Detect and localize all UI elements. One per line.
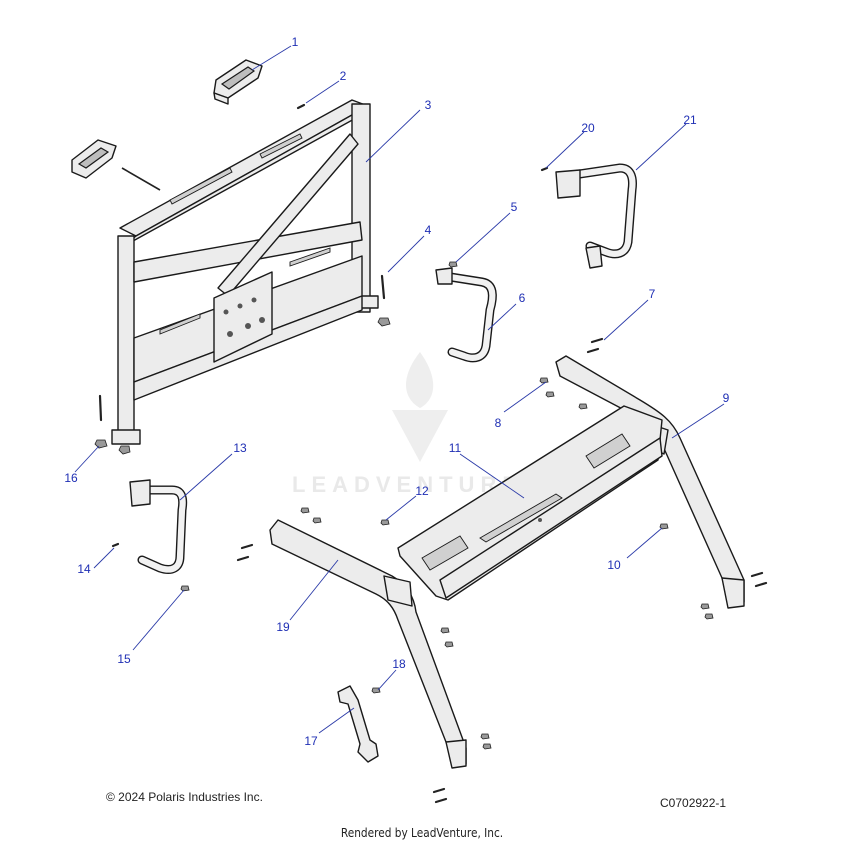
diagram-code: C0702922-1 xyxy=(660,796,727,810)
part-6-grab-bar[interactable] xyxy=(435,267,497,363)
callout-5[interactable]: 5 xyxy=(511,200,518,214)
callout-11[interactable]: 11 xyxy=(449,441,462,455)
part-4-bolt[interactable] xyxy=(377,274,391,327)
callout-leader-lines xyxy=(74,45,725,734)
callout-9[interactable]: 9 xyxy=(723,391,730,405)
callout-3[interactable]: 3 xyxy=(425,98,432,112)
callout-10[interactable]: 10 xyxy=(607,558,621,572)
part-1-grab-handle-second[interactable] xyxy=(71,139,117,179)
part-10-nut[interactable] xyxy=(659,523,768,620)
part-12-nut[interactable] xyxy=(380,519,390,526)
part-2-screw[interactable] xyxy=(121,103,306,191)
callout-6[interactable]: 6 xyxy=(519,291,526,305)
callout-8[interactable]: 8 xyxy=(495,416,502,430)
callout-numbers: 1 2 3 4 5 6 7 8 9 10 11 12 13 14 15 16 1… xyxy=(64,35,729,748)
rendered-by-credit: Rendered by LeadVenture, Inc. xyxy=(340,826,504,840)
part-11-roof-rear-panel[interactable] xyxy=(397,405,663,601)
part-3-rear-frame[interactable] xyxy=(111,99,379,445)
part-13-grab-bar[interactable] xyxy=(129,479,188,574)
part-21-grab-bar[interactable] xyxy=(555,163,637,269)
callout-18[interactable]: 18 xyxy=(392,657,406,671)
part-5-nut[interactable] xyxy=(448,261,458,268)
callout-7[interactable]: 7 xyxy=(649,287,656,301)
part-16-nut[interactable] xyxy=(94,394,131,455)
callout-14[interactable]: 14 xyxy=(77,562,91,576)
callout-16[interactable]: 16 xyxy=(64,471,78,485)
part-18-nut[interactable] xyxy=(371,687,381,694)
callout-4[interactable]: 4 xyxy=(425,223,432,237)
callout-12[interactable]: 12 xyxy=(415,484,429,498)
part-7-bolt[interactable] xyxy=(586,337,604,354)
callout-21[interactable]: 21 xyxy=(683,113,697,127)
callout-15[interactable]: 15 xyxy=(117,652,131,666)
leadventure-watermark: LEADVENTURE xyxy=(292,352,523,497)
callout-13[interactable]: 13 xyxy=(233,441,247,455)
part-20-screw[interactable] xyxy=(540,166,549,172)
watermark-text: LEADVENTURE xyxy=(292,472,523,497)
part-19-roll-bar-tube-left[interactable] xyxy=(236,507,492,804)
part-15-nut[interactable] xyxy=(180,585,190,592)
callout-20[interactable]: 20 xyxy=(581,121,595,135)
part-1-grab-handle[interactable] xyxy=(213,59,263,105)
part-14-screw[interactable] xyxy=(111,542,120,548)
part-17-strap[interactable] xyxy=(337,685,379,763)
callout-2[interactable]: 2 xyxy=(340,69,347,83)
callout-1[interactable]: 1 xyxy=(292,35,299,49)
callout-17[interactable]: 17 xyxy=(304,734,318,748)
copyright-notice: © 2024 Polaris Industries Inc. xyxy=(106,790,263,804)
callout-19[interactable]: 19 xyxy=(276,620,290,634)
